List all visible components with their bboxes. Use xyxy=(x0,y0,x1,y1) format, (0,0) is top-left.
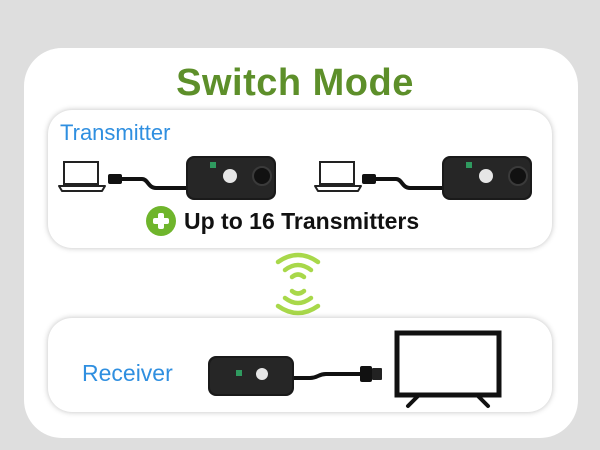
plus-icon xyxy=(146,206,176,236)
diagram-title: Switch Mode xyxy=(176,62,414,104)
transmitter-dongle xyxy=(108,156,276,200)
wifi-signal-icon xyxy=(275,252,321,280)
transmitter-count-text: Up to 16 Transmitters xyxy=(184,207,420,234)
laptop-icon xyxy=(58,161,106,192)
laptop-icon xyxy=(314,161,362,192)
transmitter-dongle xyxy=(362,156,532,200)
receiver-label: Receiver xyxy=(82,360,173,386)
wifi-signal-icon xyxy=(275,288,321,316)
transmitter-count-note: Up to 16 Transmitters xyxy=(146,205,419,237)
tv-icon xyxy=(394,330,502,408)
transmitter-label: Transmitter xyxy=(60,120,171,145)
receiver-dongle xyxy=(208,356,382,396)
